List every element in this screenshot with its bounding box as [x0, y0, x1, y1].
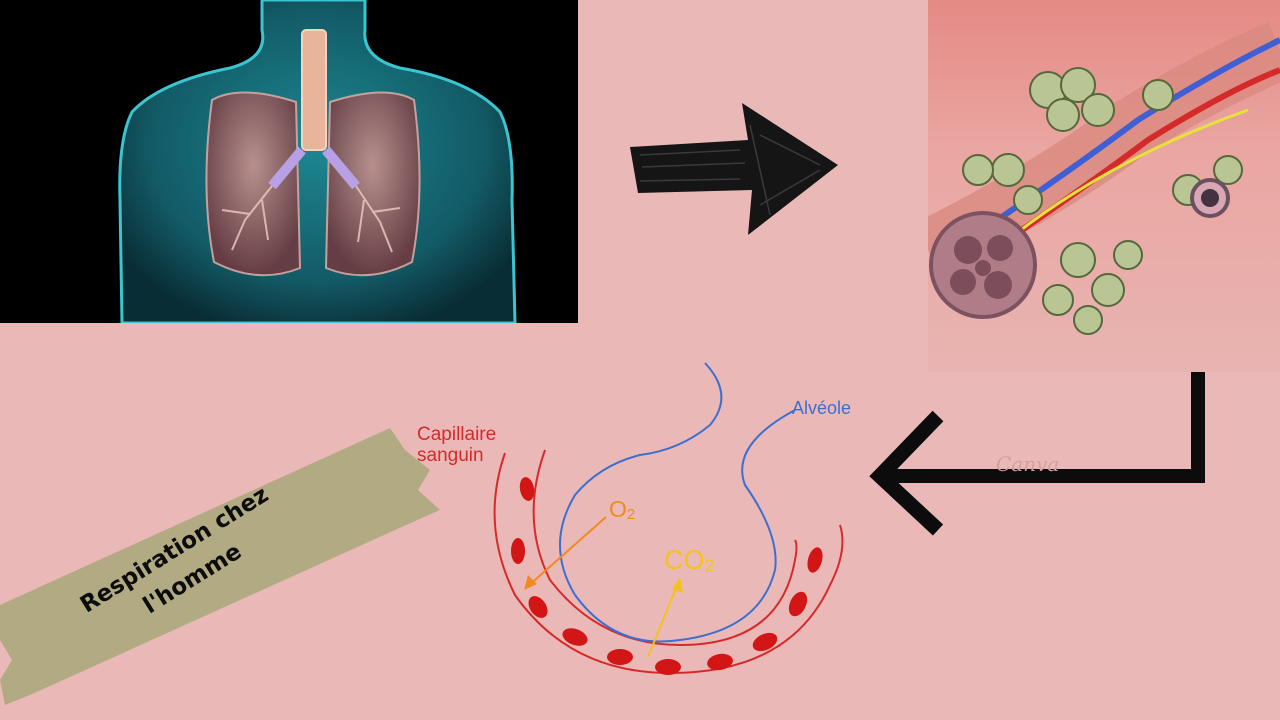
co2-main: CO	[664, 545, 705, 575]
o2-main: O	[609, 496, 627, 522]
co2-label: CO2	[664, 545, 714, 577]
canva-watermark: Canva	[996, 452, 1060, 476]
o2-label: O2	[609, 496, 635, 523]
alveole-label: Alvéole	[792, 398, 852, 418]
capillary-label-line1: Capillaire	[417, 424, 497, 445]
o2-subscript: 2	[626, 506, 636, 524]
title-banner	[0, 428, 440, 705]
left-arrow-icon	[869, 372, 1205, 536]
lungs-torso-image	[0, 0, 578, 323]
capillary-label: Capillaire sanguin	[417, 424, 537, 466]
co2-subscript: 2	[704, 555, 715, 576]
alveoli-image	[928, 0, 1280, 372]
right-arrow-icon	[630, 103, 838, 235]
gas-exchange-diagram	[493, 362, 844, 675]
capillary-label-line2: sanguin	[417, 445, 484, 466]
